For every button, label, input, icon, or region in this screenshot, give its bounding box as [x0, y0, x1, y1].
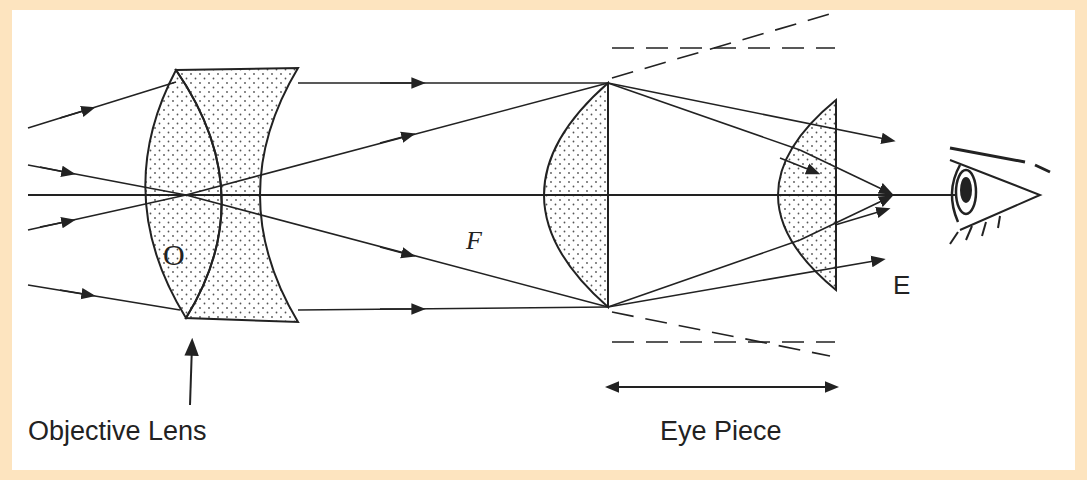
point-label: F — [466, 228, 482, 254]
point-label: O — [163, 240, 185, 270]
point-label: E — [893, 272, 910, 298]
part-name: Objective Lens — [28, 418, 207, 445]
part-name: Eye Piece — [660, 418, 782, 445]
